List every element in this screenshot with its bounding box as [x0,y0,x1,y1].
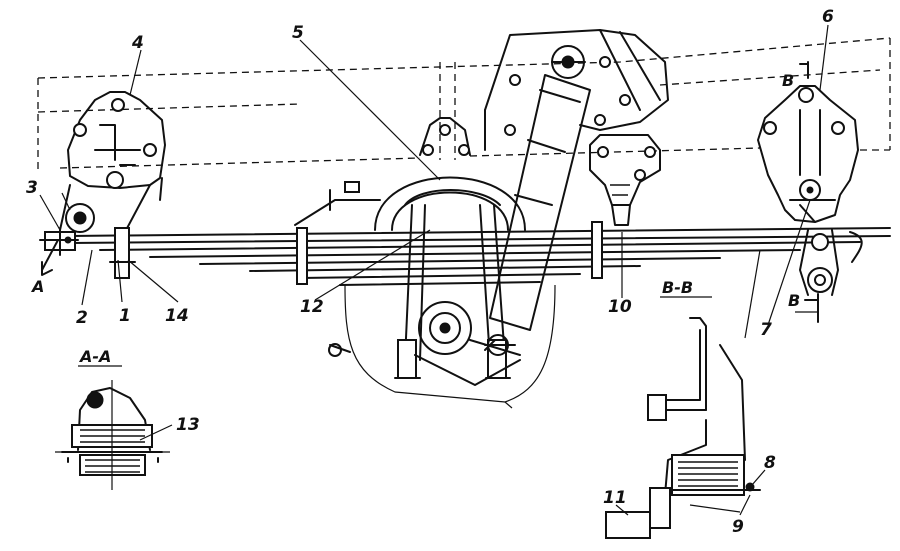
callout-labels: 4 5 6 3 2 1 14 12 10 7 13 8 9 11 A-A B-B… [26,7,834,537]
upper-shock-bracket [484,29,669,151]
leader-lines [39,24,829,516]
section-aa-view [55,380,173,490]
callout-12: 12 [300,297,324,317]
section-b-marker-bottom: B [788,291,800,310]
section-b-markers [795,61,819,323]
front-spring-eye [39,203,136,279]
axle-hub [414,301,521,386]
callout-4: 4 [131,33,144,53]
callout-5: 5 [292,23,304,43]
section-bb-view [605,317,761,539]
callout-7: 7 [760,320,772,340]
rear-shackle [799,229,839,296]
front-bracket [59,91,166,233]
callout-6: 6 [822,7,834,27]
section-b-marker-top: B [782,71,794,90]
callout-13: 13 [176,415,200,435]
callout-9: 9 [732,517,744,537]
frame-rail [37,37,891,170]
callout-14: 14 [165,306,189,326]
rear-bracket [757,85,859,223]
axle-housing [294,176,556,409]
leaf-spring [69,221,891,286]
shock-absorber [484,45,591,356]
u-bolts [394,189,511,379]
callout-8: 8 [764,453,776,473]
callout-3: 3 [26,178,38,198]
section-bb-title: B-B [662,278,693,297]
section-a-marker: A [30,277,44,296]
callout-11: 11 [603,488,627,508]
bump-stop-bracket [589,134,661,226]
section-aa-title: A-A [78,347,111,366]
section-a-arrow [41,239,59,276]
callout-2: 2 [76,308,88,328]
callout-1: 1 [119,306,131,326]
callout-10: 10 [608,297,632,317]
center-frame-bracket [419,117,471,156]
